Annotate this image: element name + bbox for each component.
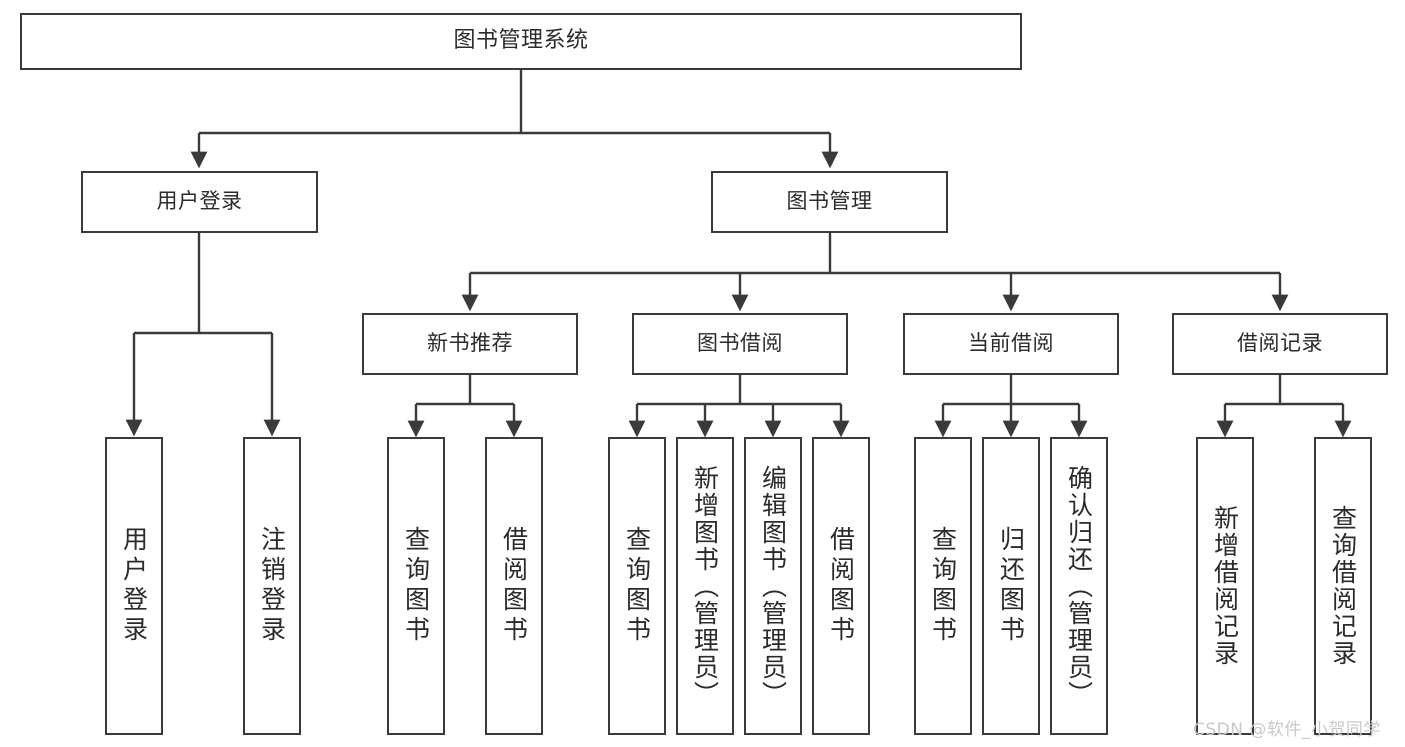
leaf-add-record-label: 新增借阅记录 — [1210, 505, 1240, 667]
node-new-book-rec[interactable]: 新书推荐 — [362, 313, 578, 375]
leaf-query-book-bb[interactable]: 查询图书 — [608, 437, 666, 735]
node-user-login[interactable]: 用户登录 — [81, 171, 318, 233]
node-book-borrow-label: 图书借阅 — [697, 331, 783, 356]
node-borrow-record[interactable]: 借阅记录 — [1172, 313, 1388, 375]
node-new-book-rec-label: 新书推荐 — [427, 331, 513, 356]
leaf-add-book-label: 新增图书（管理员） — [690, 464, 720, 708]
node-user-login-label: 用户登录 — [156, 189, 243, 214]
leaf-return-book[interactable]: 归还图书 — [982, 437, 1040, 735]
leaf-logout[interactable]: 注销登录 — [243, 437, 301, 735]
leaf-borrow-book-rec[interactable]: 借阅图书 — [485, 437, 543, 735]
leaf-confirm-return-label: 确认归还（管理员） — [1064, 464, 1094, 708]
leaf-edit-book[interactable]: 编辑图书（管理员） — [744, 437, 802, 735]
leaf-query-record[interactable]: 查询借阅记录 — [1314, 437, 1372, 735]
leaf-query-book-cb[interactable]: 查询图书 — [914, 437, 972, 735]
leaf-confirm-return[interactable]: 确认归还（管理员） — [1050, 437, 1108, 735]
leaf-query-record-label: 查询借阅记录 — [1328, 505, 1358, 667]
node-book-manage[interactable]: 图书管理 — [711, 171, 948, 233]
leaf-return-book-label: 归还图书 — [996, 526, 1026, 646]
leaf-logout-label: 注销登录 — [257, 526, 287, 646]
leaf-user-login[interactable]: 用户登录 — [105, 437, 163, 735]
leaf-query-book-bb-label: 查询图书 — [622, 526, 652, 646]
leaf-borrow-book-rec-label: 借阅图书 — [499, 526, 529, 646]
watermark: CSDN @软件_小贺同学 — [1193, 720, 1381, 740]
node-borrow-record-label: 借阅记录 — [1237, 331, 1323, 356]
node-book-borrow[interactable]: 图书借阅 — [632, 313, 848, 375]
node-root-label: 图书管理系统 — [453, 28, 589, 54]
node-current-borrow[interactable]: 当前借阅 — [903, 313, 1119, 375]
node-book-manage-label: 图书管理 — [786, 189, 873, 214]
leaf-add-record[interactable]: 新增借阅记录 — [1196, 437, 1254, 735]
leaf-borrow-book-bb[interactable]: 借阅图书 — [812, 437, 870, 735]
node-current-borrow-label: 当前借阅 — [968, 331, 1054, 356]
leaf-query-book-rec[interactable]: 查询图书 — [387, 437, 445, 735]
leaf-add-book[interactable]: 新增图书（管理员） — [676, 437, 734, 735]
node-root[interactable]: 图书管理系统 — [20, 13, 1022, 70]
leaf-query-book-rec-label: 查询图书 — [401, 526, 431, 646]
leaf-edit-book-label: 编辑图书（管理员） — [758, 464, 788, 708]
leaf-borrow-book-bb-label: 借阅图书 — [826, 526, 856, 646]
leaf-user-login-label: 用户登录 — [119, 526, 149, 646]
leaf-query-book-cb-label: 查询图书 — [928, 526, 958, 646]
